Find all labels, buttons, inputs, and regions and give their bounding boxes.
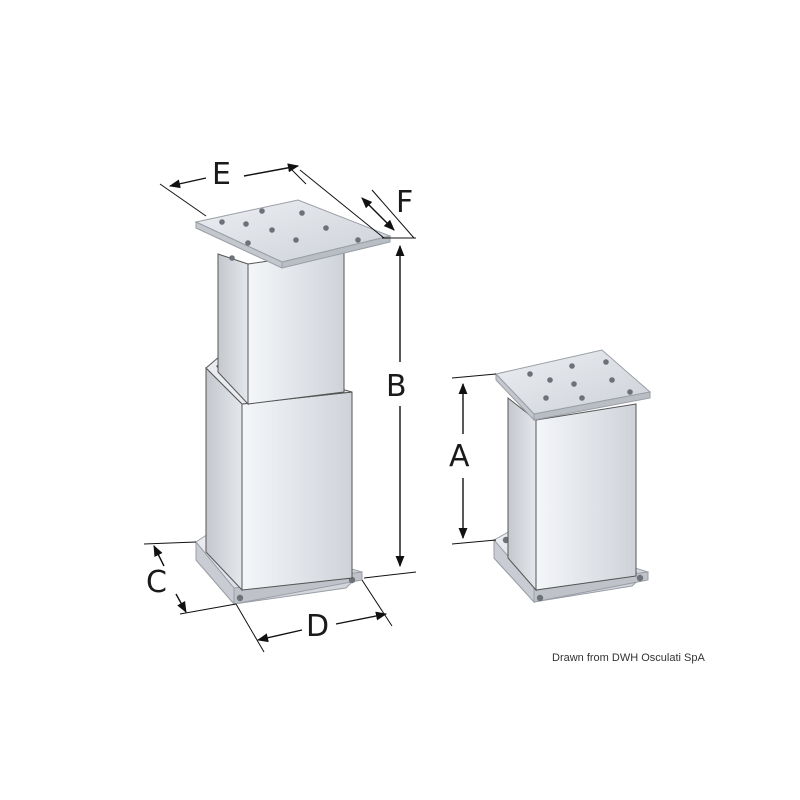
plate-hole <box>355 237 361 243</box>
extended-upper-tube <box>217 249 345 406</box>
dimension-label-e: E <box>212 157 231 192</box>
plate-hole <box>603 359 609 365</box>
plate-hole <box>245 240 251 246</box>
plate-hole <box>243 221 249 227</box>
dimension-e: E <box>159 157 307 217</box>
base-bolt-hole <box>536 594 544 602</box>
retracted-tube <box>507 396 637 592</box>
plate-hole <box>543 395 549 401</box>
dimension-label-f: F <box>396 185 413 220</box>
dimension-c: C <box>143 541 237 615</box>
dimension-a: A <box>449 373 497 545</box>
credit-text: Drawn from DWH Osculati SpA <box>552 652 705 664</box>
plate-hole <box>269 227 275 233</box>
dimension-label-b: B <box>386 369 407 404</box>
extended-top-plate <box>194 199 392 269</box>
dimension-label-d: D <box>306 609 329 644</box>
plate-hole <box>229 255 235 261</box>
plate-hole <box>579 395 585 401</box>
plate-hole <box>219 219 225 225</box>
plate-hole <box>547 377 553 383</box>
dimension-label-a: A <box>449 439 470 474</box>
plate-hole <box>323 225 329 231</box>
retracted-top-plate <box>495 349 652 422</box>
plate-hole <box>527 371 533 377</box>
base-bolt-hole <box>636 574 644 582</box>
dimension-b: B <box>363 237 417 579</box>
plate-hole <box>299 210 305 216</box>
plate-hole <box>609 377 615 383</box>
dimension-f: F <box>299 169 415 239</box>
retracted-column <box>493 349 652 604</box>
plate-hole <box>293 237 299 243</box>
plate-hole <box>627 389 633 395</box>
extended-column <box>194 199 392 606</box>
plate-hole <box>571 381 577 387</box>
base-bolt-hole <box>236 594 244 602</box>
dimension-label-c: C <box>146 565 167 600</box>
plate-hole <box>569 363 575 369</box>
plate-hole <box>259 208 265 214</box>
dimension-d: D <box>235 579 393 653</box>
